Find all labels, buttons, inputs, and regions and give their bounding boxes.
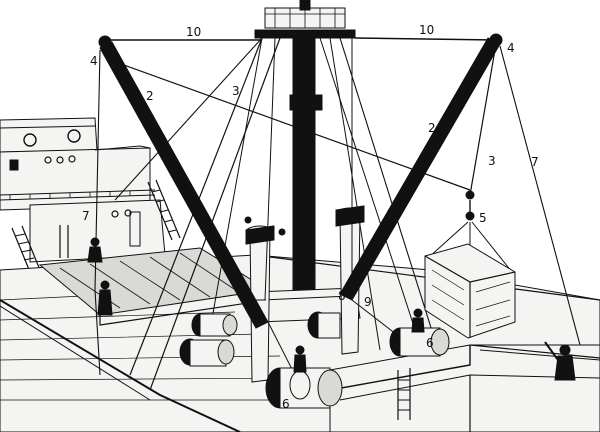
- label-topping-lift-right: 10: [419, 23, 434, 37]
- cargo-load: [424, 190, 516, 339]
- label-heel-block-8: 8: [338, 289, 346, 303]
- label-winch-right: 6: [426, 336, 434, 350]
- label-winch-left: 6: [282, 397, 290, 411]
- workers: [87, 216, 576, 381]
- label-boom-left: 2: [146, 89, 154, 103]
- callout-labels: 10 10 4 4 2 2 3 3 7 7 5 6 6 8 9: [82, 23, 539, 411]
- label-topping-lift-left: 10: [186, 25, 201, 39]
- label-span-left: 3: [232, 84, 240, 98]
- label-boom-head-left: 4: [90, 54, 98, 68]
- mast: [254, 0, 361, 323]
- label-heel-block-9: 9: [364, 295, 372, 309]
- rigging: [94, 37, 581, 391]
- label-guy-left: 7: [82, 209, 90, 223]
- label-cargo-hook: 5: [479, 211, 487, 225]
- derrick-booms: [98, 33, 503, 329]
- label-boom-head-right: 4: [507, 41, 515, 55]
- superstructure: [0, 117, 181, 273]
- label-boom-right: 2: [428, 121, 436, 135]
- winches: [179, 311, 450, 409]
- label-span-right: 3: [488, 154, 496, 168]
- label-guy-right: 7: [531, 155, 539, 169]
